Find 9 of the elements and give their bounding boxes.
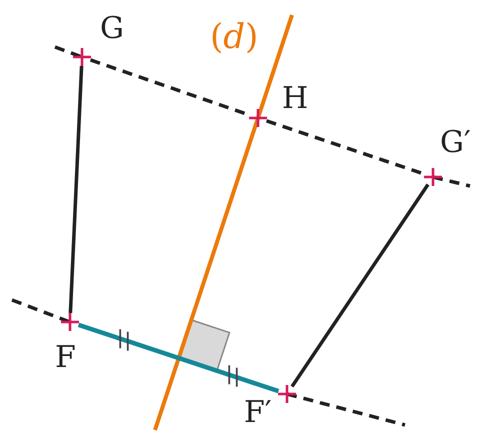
point-label: G	[100, 14, 124, 44]
segment	[68, 66, 84, 314]
line-label: (d)	[210, 20, 258, 54]
point-label: F	[55, 343, 76, 373]
point-label: H	[282, 84, 308, 114]
point-label: F′	[244, 398, 272, 428]
point-label: G′	[440, 128, 471, 158]
segment	[290, 183, 430, 388]
segment	[78, 322, 280, 394]
